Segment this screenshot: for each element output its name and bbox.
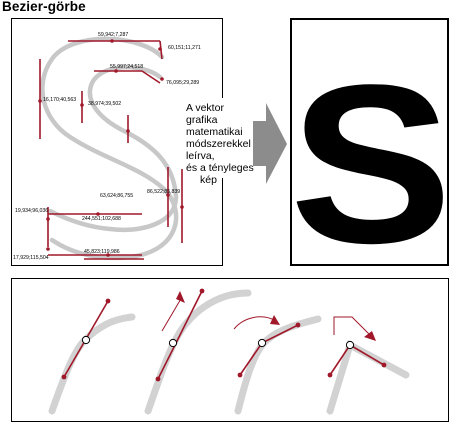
page-title: Bezier-görbe: [2, 0, 86, 14]
coordinate-label: 60,151;11,271: [168, 45, 201, 51]
handle-point-icon: [155, 376, 161, 382]
coordinate-label: 19,934;96,036: [15, 208, 48, 214]
coordinate-label: 63,624;86,755: [100, 193, 133, 199]
anchor-point-icon: [81, 335, 91, 345]
step-2: [144, 288, 252, 415]
description-box: [183, 98, 251, 178]
rendered-glyph-panel: S: [290, 18, 453, 290]
anchor-point-icon: [345, 340, 355, 350]
anchor-point-icon: [158, 47, 162, 51]
arrow-down-right-icon: [364, 331, 376, 341]
glyph-s: S: [290, 37, 453, 290]
coordinate-label: 55,997;24,518: [110, 64, 143, 70]
bezier-points: [38, 39, 184, 257]
coordinate-label: 76,095;29,289: [166, 80, 199, 86]
anchor-point-icon: [38, 99, 42, 103]
s-inner-curve: [47, 65, 179, 233]
anchor-point-icon: [80, 103, 84, 107]
coordinate-label: 17,929;115,504: [13, 255, 49, 261]
rendered-glyph: S: [290, 37, 453, 290]
curve-steps-panel: [11, 278, 449, 422]
anchor-point-icon: [166, 193, 170, 197]
description-line: grafika: [186, 114, 218, 126]
coordinate-label: 16,170;40,563: [43, 97, 76, 103]
handle-point-icon: [199, 288, 205, 294]
anchor-point-icon: [46, 217, 50, 221]
handle-point-icon: [327, 372, 333, 378]
tangent-handle: [157, 290, 203, 380]
coordinate-label: 45,823;119,986: [84, 249, 120, 255]
curve-segment: [234, 315, 322, 415]
description-line: leírva,: [186, 150, 215, 162]
corner-handle-b: [349, 344, 385, 366]
coordinate-label: 244,551;102,688: [82, 216, 121, 222]
handle-point-icon: [381, 362, 387, 368]
curve-segment: [48, 313, 136, 415]
curve-steps-diagram: [48, 288, 410, 415]
rotate-direction: [233, 316, 277, 330]
handle-point-icon: [237, 372, 243, 378]
coordinate-label: 86,522;85,839: [147, 189, 180, 195]
anchor-point-icon: [110, 39, 114, 43]
coordinate-label: 38,974;39,502: [88, 101, 121, 107]
description-line: matematikai: [186, 126, 243, 138]
anchor-point-icon: [257, 338, 267, 348]
curve-segment: [144, 289, 252, 415]
bezier-curve-diagram: 59,942;7,287 60,151;11,271 55,997;24,518…: [13, 32, 201, 261]
handle-point-icon: [295, 322, 301, 328]
description-line: és a tényleges: [186, 162, 254, 174]
description-line: módszerekkel: [186, 138, 251, 150]
description-line: A vektor: [186, 102, 224, 114]
description-line: kép: [200, 174, 217, 186]
handle-inner-right: [141, 70, 161, 84]
anchor-point-icon: [114, 69, 118, 73]
tangent-handle-b: [261, 324, 299, 344]
step-1: [48, 298, 136, 415]
anchor-point-icon: [160, 77, 164, 81]
s-outer-curve: [40, 36, 179, 261]
arrow-up-right-icon: [176, 291, 185, 303]
anchor-point-icon: [180, 205, 184, 209]
corner-handle-a: [329, 344, 351, 376]
anchor-point-icon: [126, 129, 130, 133]
anchor-point-icon: [96, 212, 100, 216]
step-4: [326, 316, 410, 415]
coordinate-label: 59,942;7,287: [98, 32, 128, 38]
anchor-point-icon: [168, 338, 178, 348]
handle-point-icon: [61, 374, 67, 380]
step-3: [233, 315, 322, 415]
tangent-handle-a: [239, 342, 263, 376]
right-arrow-icon: [253, 103, 287, 184]
handle-point-icon: [105, 298, 111, 304]
drag-direction: [161, 296, 183, 332]
anchor-point-icon: [46, 247, 50, 251]
description-text: A vektor grafika matematikai módszerekke…: [186, 102, 254, 186]
corner-direction: [333, 316, 373, 338]
curved-arrow-icon: [270, 315, 280, 325]
anchor-point-icon: [106, 253, 110, 257]
